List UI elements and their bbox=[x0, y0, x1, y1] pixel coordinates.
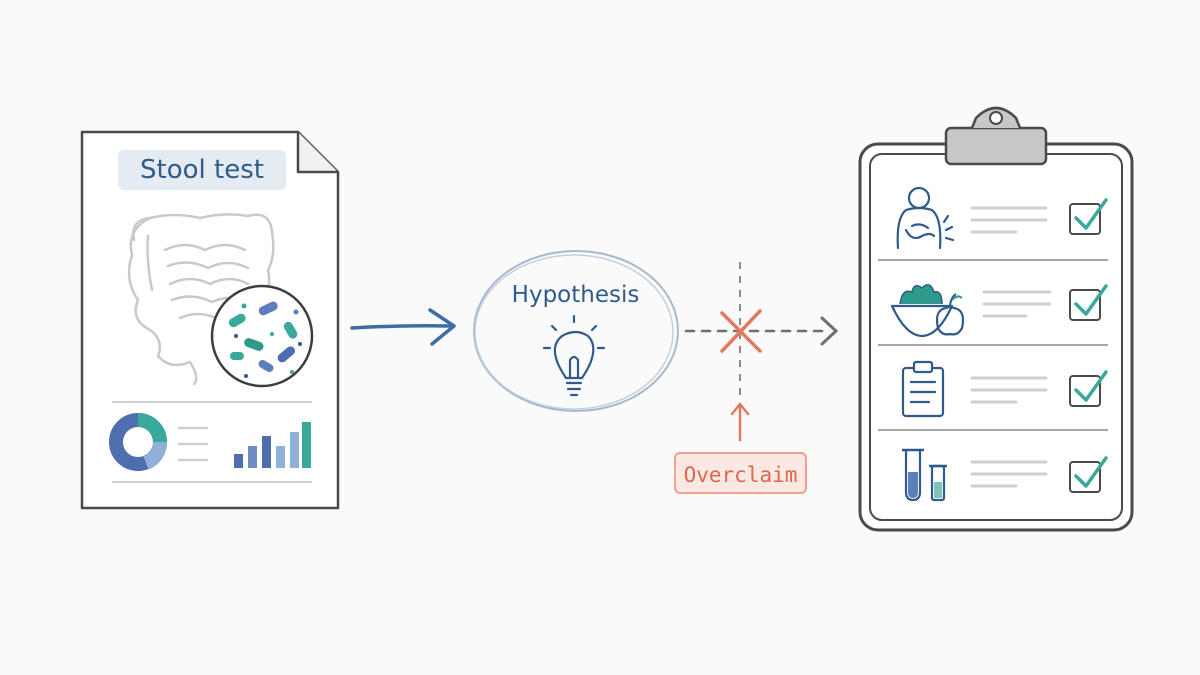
clipboard bbox=[858, 106, 1134, 532]
test-tubes-icon bbox=[902, 448, 947, 502]
donut-chart-icon bbox=[109, 413, 208, 471]
dashed-arrow-to-clipboard bbox=[684, 316, 839, 346]
checkbox-checked-icon bbox=[1069, 370, 1108, 407]
microbe-magnifier-icon bbox=[210, 284, 314, 388]
stool-test-document bbox=[80, 130, 340, 510]
row-text-lines bbox=[970, 460, 1048, 488]
hypothesis-bubble bbox=[473, 250, 679, 412]
arrow-to-hypothesis bbox=[350, 308, 456, 346]
salad-apple-icon bbox=[890, 284, 965, 338]
cross-mark-icon bbox=[720, 309, 762, 353]
overclaim-label: Overclaim bbox=[674, 452, 807, 494]
intestine-illustration bbox=[127, 213, 275, 386]
overclaim-pointer-arrow bbox=[730, 402, 750, 442]
lightbulb-icon bbox=[542, 314, 606, 397]
small-clipboard-icon bbox=[901, 360, 945, 418]
stool-test-label: Stool test bbox=[118, 150, 286, 190]
mini-bar-chart-icon bbox=[234, 422, 311, 468]
hypothesis-label: Hypothesis bbox=[511, 282, 640, 308]
checkbox-checked-icon bbox=[1069, 198, 1108, 235]
row-text-lines bbox=[970, 376, 1048, 404]
person-abdomen-icon bbox=[896, 186, 955, 250]
checkbox-checked-icon bbox=[1069, 284, 1108, 321]
row-text-lines bbox=[970, 206, 1048, 234]
row-text-lines bbox=[982, 290, 1052, 318]
checkbox-checked-icon bbox=[1069, 456, 1108, 493]
